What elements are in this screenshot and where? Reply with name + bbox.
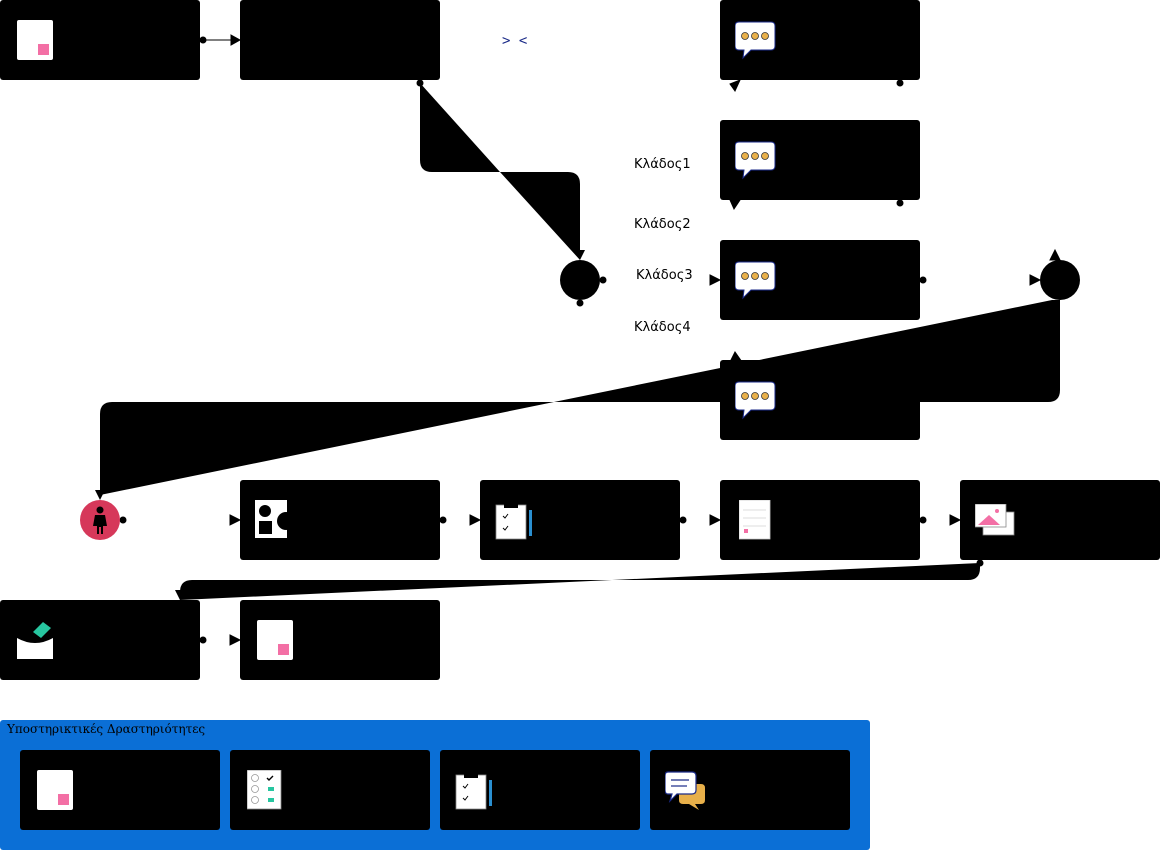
port — [896, 199, 904, 207]
arrowhead — [1029, 274, 1042, 286]
chat-bubble-icon — [735, 21, 776, 60]
shapes-icon — [255, 500, 295, 538]
arrowhead — [709, 274, 722, 286]
chat-node-2[interactable] — [720, 120, 920, 200]
drop-box-icon — [17, 622, 53, 659]
shapes-node[interactable] — [240, 480, 440, 560]
port — [439, 516, 447, 524]
port — [599, 276, 607, 284]
image-gallery-node[interactable] — [960, 480, 1160, 560]
clipboard-node[interactable] — [480, 480, 680, 560]
connector-shape — [420, 83, 580, 260]
text-page-node[interactable] — [0, 0, 200, 80]
person-icon — [93, 506, 107, 534]
document-node[interactable] — [720, 480, 920, 560]
text-page-icon — [37, 770, 73, 810]
panel-title: Υποστηρικτικές Δραστηριότητες — [7, 722, 206, 736]
start-event[interactable] — [80, 500, 120, 540]
port — [919, 516, 927, 524]
port — [576, 299, 584, 307]
arrowhead — [229, 514, 242, 526]
arrowhead — [729, 79, 741, 92]
port — [119, 516, 127, 524]
support-activities-panel: Υποστηρικτικές Δραστηριότητες — [0, 720, 870, 850]
chat-node-4[interactable] — [720, 360, 920, 440]
support-clipboard-node[interactable] — [440, 750, 640, 830]
connector-shape — [180, 563, 980, 600]
arrowhead — [1049, 248, 1061, 261]
support-forum-node[interactable] — [650, 750, 850, 830]
chat-node-3[interactable] — [720, 240, 920, 320]
arrowhead — [949, 514, 962, 526]
code-node[interactable]: > < — [240, 0, 527, 80]
arrowhead — [575, 250, 585, 260]
port — [919, 276, 927, 284]
split-gateway[interactable] — [560, 260, 600, 300]
clipboard-checklist-icon — [495, 502, 532, 540]
branch-label-2: Κλάδος2 — [634, 217, 691, 232]
clipboard-checklist-icon — [455, 772, 492, 810]
arrowhead — [229, 634, 242, 646]
port — [896, 79, 904, 87]
drop-box-node[interactable] — [0, 600, 200, 680]
document-icon — [739, 500, 771, 540]
arrowhead — [175, 590, 185, 600]
merge-gateway[interactable] — [1040, 260, 1080, 300]
branch-label-3: Κλάδος3 — [636, 268, 693, 283]
support-checklist-node[interactable] — [230, 750, 430, 830]
text-page-node-2[interactable] — [240, 600, 440, 680]
port — [679, 516, 687, 524]
support-text-page-node[interactable] — [20, 750, 220, 830]
chat-bubble-icon — [735, 261, 776, 300]
port — [199, 36, 207, 44]
text-page-icon — [17, 20, 53, 60]
arrowhead — [230, 34, 242, 46]
checklist-icon — [247, 770, 282, 810]
image-gallery-icon — [975, 504, 1015, 536]
branch-label-1: Κλάδος1 — [634, 157, 691, 172]
arrowhead — [469, 514, 482, 526]
chat-node-1[interactable] — [720, 0, 920, 80]
arrowhead — [729, 199, 741, 211]
code-icon: > < — [502, 33, 527, 49]
svg-text:> <: > < — [502, 33, 527, 49]
chat-bubble-icon — [735, 381, 776, 420]
port — [199, 636, 207, 644]
text-page-icon — [257, 620, 293, 660]
arrowhead — [709, 514, 722, 526]
forum-icon — [665, 771, 705, 810]
arrowhead — [95, 490, 105, 500]
chat-bubble-icon — [735, 141, 776, 180]
branch-label-4: Κλάδος4 — [634, 320, 691, 335]
connector-shape — [100, 300, 1060, 495]
